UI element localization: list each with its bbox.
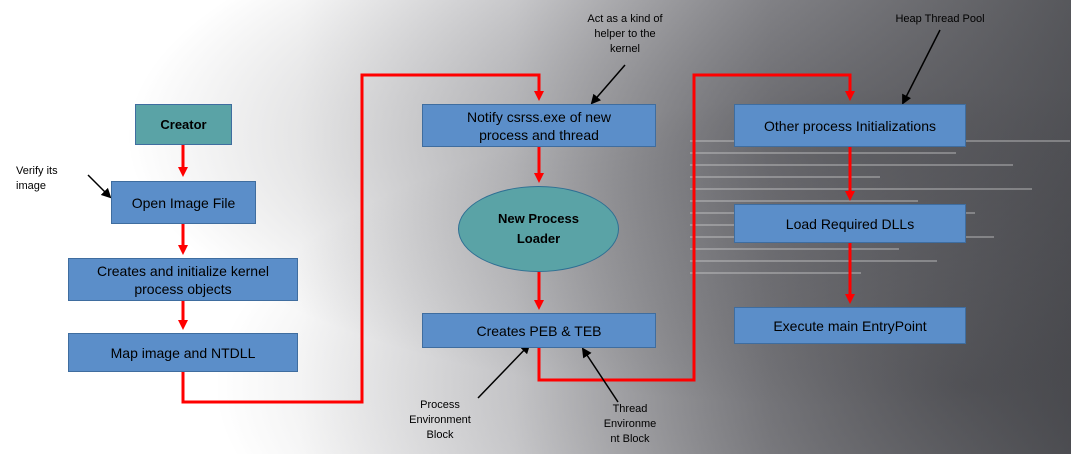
new-process-loader-label-line1: New Process [498, 211, 579, 226]
note-heap-thread-pool: Heap Thread Pool [880, 12, 1000, 27]
note-helper-line3: kernel [610, 43, 640, 55]
pointer-helper [590, 64, 626, 105]
creates-kernel-objects-node: Creates and initialize kernel process ob… [68, 258, 298, 301]
creates-kernel-objects-label-line2: process objects [134, 280, 232, 297]
pointer-teb [581, 347, 619, 403]
note-helper-to-kernel: Act as a kind of helper to the kernel [570, 12, 680, 57]
note-teb-line2: Environme [603, 418, 657, 430]
pointer-heap-pool [902, 29, 941, 105]
note-helper-line1: Act as a kind of [587, 13, 663, 25]
creator-node: Creator [135, 104, 232, 145]
notify-csrss-label-line1: Notify csrss.exe of new [467, 108, 611, 125]
note-process-environment-block: Process Environment Block [400, 398, 480, 443]
note-verify-image: Verify its image [16, 164, 76, 194]
creates-peb-teb-label: Creates PEB & TEB [476, 322, 602, 339]
pointer-verify [87, 174, 112, 199]
note-teb-line3: nt Block [610, 433, 650, 445]
map-image-label: Map image and NTDLL [110, 344, 256, 361]
execute-entry-label: Execute main EntryPoint [773, 317, 927, 334]
note-peb-line2: Environment [409, 414, 471, 426]
open-image-file-node: Open Image File [111, 181, 256, 224]
new-process-loader-node: New Process Loader [458, 186, 619, 272]
load-dlls-label: Load Required DLLs [785, 215, 915, 232]
creates-kernel-objects-label-line1: Creates and initialize kernel [97, 262, 269, 279]
flow-arrow-peb-to-other [537, 73, 855, 382]
pointer-peb [477, 343, 531, 399]
note-peb-line3: Block [426, 429, 454, 441]
load-dlls-node: Load Required DLLs [734, 204, 966, 243]
new-process-loader-label-line2: Loader [516, 231, 561, 246]
open-image-file-label: Open Image File [131, 194, 236, 211]
note-thread-environment-block: Thread Environme nt Block [590, 402, 670, 447]
creator-label: Creator [160, 116, 207, 132]
execute-entry-node: Execute main EntryPoint [734, 307, 966, 344]
creates-peb-teb-node: Creates PEB & TEB [422, 313, 656, 348]
notify-csrss-label-line2: process and thread [479, 126, 599, 143]
note-helper-line2: helper to the [594, 28, 656, 40]
note-peb-line1: Process [420, 399, 460, 411]
note-teb-line1: Thread [612, 403, 648, 415]
note-verify-line2: image [16, 180, 46, 192]
other-init-node: Other process Initializations [734, 104, 966, 147]
note-verify-line1: Verify its [16, 165, 58, 177]
other-init-label: Other process Initializations [764, 117, 936, 134]
notify-csrss-node: Notify csrss.exe of new process and thre… [422, 104, 656, 147]
note-heap-pool-text: Heap Thread Pool [895, 13, 985, 25]
map-image-node: Map image and NTDLL [68, 333, 298, 372]
flow-arrow-map-to-notify [181, 73, 544, 404]
